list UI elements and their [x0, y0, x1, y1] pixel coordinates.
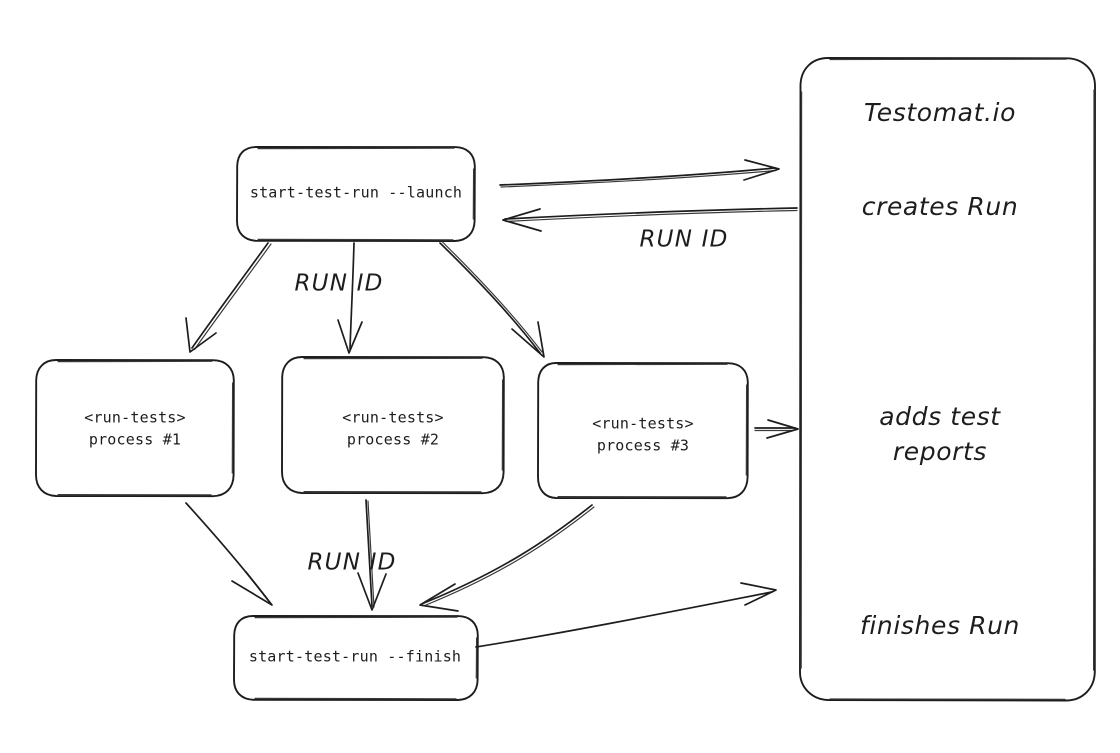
edge-process-1-to-finish	[185, 502, 273, 606]
panel-step-adds-reports-line1: adds test	[879, 402, 1001, 431]
testomat-panel-sketch-overlay	[800, 58, 1095, 700]
node-process-3-line1: <run-tests>	[592, 415, 694, 433]
edge-finish-to-panel	[475, 582, 777, 648]
edge-process-3-to-finish	[419, 504, 595, 612]
node-run-tests-process-2[interactable]: <run-tests> process #2	[281, 356, 505, 495]
node-process-1-outline	[35, 359, 235, 498]
node-finish-outline	[233, 615, 479, 701]
edge-launch-to-process-2: RUN ID	[294, 242, 383, 354]
node-start-test-run-finish[interactable]: start-test-run --finish	[233, 615, 479, 701]
panel-step-adds-reports-line2: reports	[893, 437, 987, 466]
node-process-3-outline	[537, 362, 749, 500]
node-start-test-run-launch[interactable]: start-test-run --launch	[236, 146, 476, 242]
node-finish-label: start-test-run --finish	[249, 648, 461, 666]
edge-panel-to-launch-run-id: RUN ID	[502, 207, 798, 253]
node-process-3-sketch-overlay	[557, 363, 748, 498]
node-process-1-line1: <run-tests>	[84, 409, 186, 427]
node-finish-sketch-overlay	[254, 616, 478, 700]
node-process-1-sketch-overlay	[57, 360, 234, 496]
panel-title: Testomat.io	[864, 98, 1016, 127]
edge-launch-to-process-1	[185, 242, 272, 353]
node-run-tests-process-3[interactable]: <run-tests> process #3	[537, 362, 749, 500]
edge-label-run-id-fanout: RUN ID	[294, 271, 383, 297]
node-launch-sketch-overlay	[257, 147, 475, 241]
edge-label-run-id-returned: RUN ID	[639, 227, 728, 253]
node-run-tests-process-1[interactable]: <run-tests> process #1	[35, 359, 235, 498]
testomat-panel-outline	[799, 57, 1096, 702]
testomat-panel[interactable]: Testomat.io creates Run adds test report…	[799, 57, 1096, 702]
edge-label-run-id-fanin: RUN ID	[307, 550, 396, 576]
node-process-3-line2: process #3	[597, 437, 689, 455]
edge-launch-to-process-3	[439, 241, 545, 358]
node-process-2-outline	[281, 356, 505, 495]
edge-launch-to-panel	[499, 159, 780, 188]
edge-process-2-to-finish: RUN ID	[307, 499, 396, 611]
node-launch-outline	[236, 146, 476, 242]
node-process-2-line2: process #2	[347, 431, 439, 449]
panel-step-finishes-run: finishes Run	[860, 611, 1020, 640]
edge-process-3-to-panel	[754, 419, 799, 439]
node-process-2-sketch-overlay	[303, 357, 504, 493]
node-process-2-line1: <run-tests>	[342, 409, 444, 427]
panel-step-creates-run: creates Run	[862, 192, 1019, 221]
node-process-1-line2: process #1	[89, 431, 181, 449]
node-launch-label: start-test-run --launch	[250, 184, 462, 202]
